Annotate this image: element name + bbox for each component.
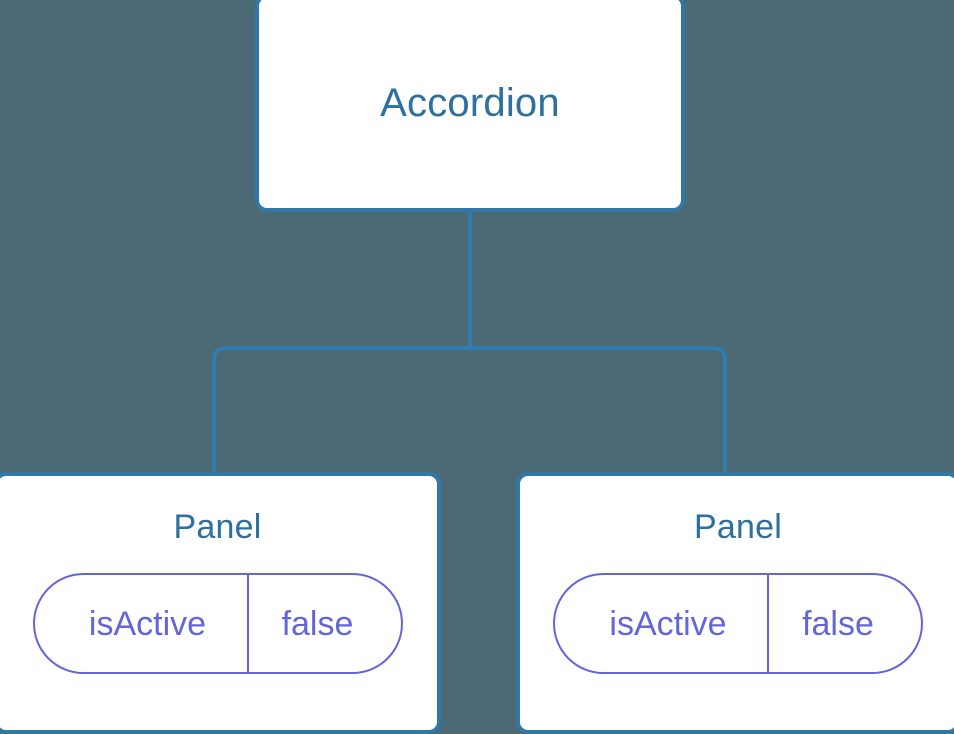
prop-pill-isactive-1[interactable]: isActive false (32, 573, 403, 674)
prop-key-isactive-1: isActive (88, 604, 207, 643)
node-card-panel-1[interactable]: Panel isActive false (0, 472, 441, 734)
node-label-panel-1: Panel (173, 508, 262, 546)
node-label-panel-2: Panel (694, 508, 782, 546)
node-card-panel-2[interactable]: Panel isActive false (516, 472, 954, 734)
node-card-accordion[interactable]: Accordion (255, 0, 685, 212)
prop-pill-isactive-2[interactable]: isActive false (553, 573, 923, 674)
node-label-accordion: Accordion (380, 81, 560, 125)
connector-branch-left (212, 346, 470, 476)
prop-value-isactive-1: false (246, 575, 401, 672)
connector-branch-right (470, 346, 727, 476)
prop-key-isactive-2: isActive (609, 604, 727, 643)
prop-value-isactive-2: false (767, 575, 921, 672)
